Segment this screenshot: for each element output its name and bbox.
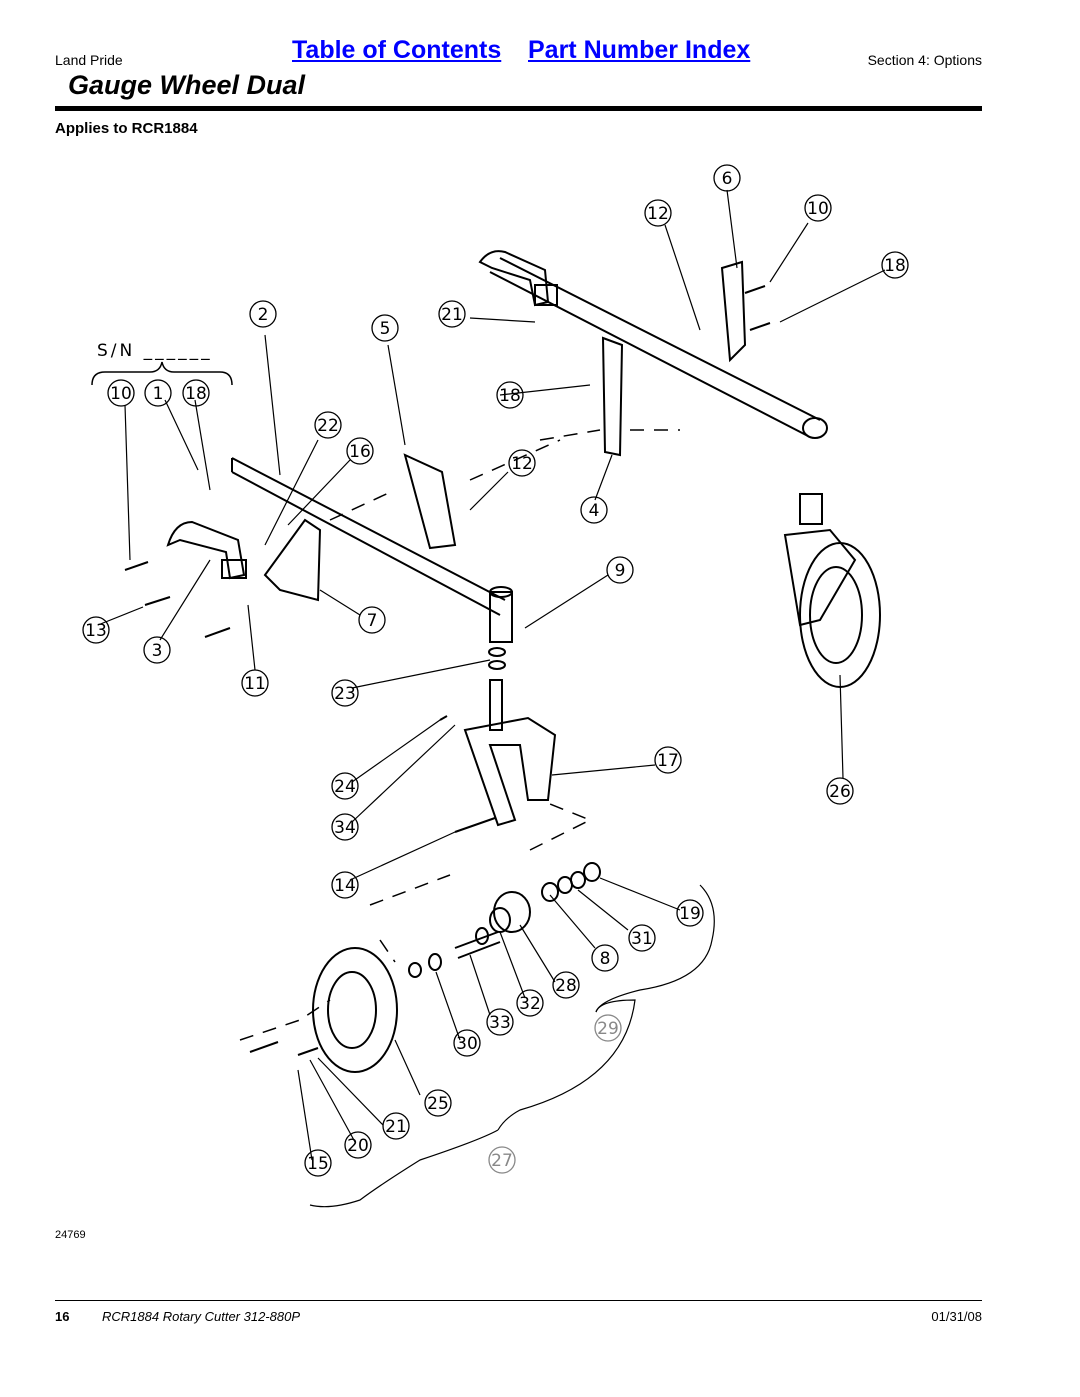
callout-5: 5	[380, 319, 391, 339]
table-of-contents-link[interactable]: Table of Contents	[292, 36, 502, 64]
serial-number-label: S/N ______	[97, 341, 213, 361]
callout-34: 34	[334, 818, 356, 838]
callout-16: 16	[349, 442, 371, 462]
callout-26: 26	[829, 782, 851, 802]
footer-rule	[55, 1300, 982, 1301]
callout-15: 15	[307, 1154, 329, 1174]
callout-29: 29	[597, 1019, 619, 1039]
callout-10: 10	[110, 384, 132, 404]
callout-18: 18	[499, 386, 521, 406]
callout-10: 10	[807, 199, 829, 219]
callout-27: 27	[491, 1151, 513, 1171]
part-number-index-link[interactable]: Part Number Index	[528, 36, 751, 64]
callout-30: 30	[456, 1034, 478, 1054]
callout-8: 8	[600, 949, 611, 969]
callout-18: 18	[185, 384, 207, 404]
callout-21: 21	[385, 1117, 407, 1137]
callout-12: 12	[647, 204, 669, 224]
callout-2: 2	[258, 305, 269, 325]
callout-3: 3	[152, 641, 163, 661]
section-label: Section 4: Options	[867, 52, 982, 68]
header-rule	[55, 106, 982, 111]
callout-6: 6	[722, 169, 733, 189]
callout-13: 13	[85, 621, 107, 641]
callout-23: 23	[334, 684, 356, 704]
callout-22: 22	[317, 416, 339, 436]
page-number: 16	[55, 1309, 70, 1324]
figure-number: 24769	[55, 1229, 86, 1241]
applies-to-label: Applies to RCR1884	[55, 120, 198, 137]
brand-label: Land Pride	[55, 52, 123, 68]
callout-7: 7	[367, 611, 378, 631]
callout-24: 24	[334, 777, 356, 797]
callout-12: 12	[511, 454, 533, 474]
page-title: Gauge Wheel Dual	[68, 70, 306, 100]
callout-21: 21	[441, 305, 463, 325]
callout-1: 1	[153, 384, 164, 404]
callout-18: 18	[884, 256, 906, 276]
callout-11: 11	[244, 674, 266, 694]
callout-33: 33	[489, 1013, 511, 1033]
document-date: 01/31/08	[931, 1309, 982, 1324]
callout-4: 4	[589, 501, 600, 521]
callout-28: 28	[555, 976, 577, 996]
callout-14: 14	[334, 876, 356, 896]
callout-31: 31	[631, 929, 653, 949]
callout-20: 20	[347, 1136, 369, 1156]
callout-25: 25	[427, 1094, 449, 1114]
callout-9: 9	[615, 561, 626, 581]
document-title: RCR1884 Rotary Cutter 312-880P	[102, 1309, 300, 1324]
callout-17: 17	[657, 751, 679, 771]
callout-19: 19	[679, 904, 701, 924]
callout-32: 32	[519, 994, 541, 1014]
